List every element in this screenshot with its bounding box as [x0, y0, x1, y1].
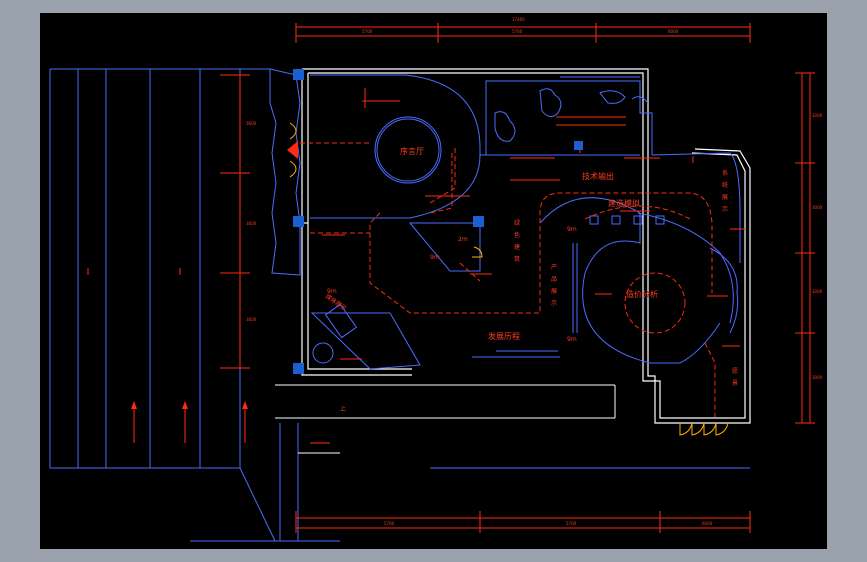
exterior-walls [275, 68, 751, 469]
marker-9m-right: 9m [567, 226, 577, 233]
label-cost-analysis: 造价分析 [626, 289, 658, 299]
dim-top-total: 17400 [512, 17, 525, 22]
dim-bottom-seg-3: 6000 [702, 521, 713, 526]
circulation-paths [300, 142, 716, 418]
interior-partitions [310, 74, 741, 370]
annotation-callouts [87, 100, 746, 360]
dim-top-seg-2: 5700 [512, 29, 523, 34]
dim-left-seg-3: 3600 [246, 317, 257, 322]
dim-left-seg-1: 3600 [246, 121, 257, 126]
dim-left-seg-2: 3600 [246, 221, 257, 226]
column-center [473, 216, 484, 227]
marker-9m-center: 9m [430, 254, 440, 261]
zone-labels: 序言厅 发展历程 技术输出 建造模拟 造价分析 媒体展示 上 9m 9m 9m … [324, 146, 658, 413]
column-ne [574, 141, 583, 150]
dim-right-seg-4: 3000 [812, 375, 823, 380]
column-sw [293, 363, 304, 374]
entrance-marker [287, 141, 298, 159]
label-green-building: 绿 色建筑 [514, 219, 522, 263]
label-tech-output: 技术输出 [582, 171, 614, 181]
marker-9m-left: 9m [327, 288, 337, 295]
marker-9m-lower: 9m [567, 336, 577, 343]
left-grid [49, 68, 340, 542]
dim-top-seg-1: 5700 [362, 29, 373, 34]
door-swing-icon [472, 246, 483, 258]
label-media-display: 媒体展示 [324, 292, 348, 312]
exit-doors [472, 246, 729, 436]
label-tech-sim: 建造模拟 [608, 198, 640, 208]
dim-bottom-seg-2: 5700 [566, 521, 577, 526]
column-nw [293, 69, 304, 80]
label-vision: 愿 景 [732, 368, 740, 387]
label-history: 发展历程 [488, 331, 520, 341]
arrows [131, 88, 694, 444]
dim-right-seg-3: 3000 [812, 289, 823, 294]
structural-columns [293, 69, 583, 374]
label-reception: 序言厅 [400, 146, 424, 156]
dim-right-seg-2: 3000 [812, 205, 823, 210]
vertical-labels: 绿 色建筑 产 品展示 系 统展示 愿 景 [514, 169, 740, 387]
dim-top-seg-3: 6000 [668, 29, 679, 34]
dim-bottom-seg-1: 5700 [384, 521, 395, 526]
label-up: 上 [340, 405, 346, 413]
dimension-lines: 17400 5700 5700 6000 5700 5700 6000 3600… [220, 17, 823, 533]
marker-2m: 2m [458, 236, 468, 243]
column-w [293, 216, 304, 227]
entrance-door-icon [289, 122, 297, 178]
label-product-display: 产 品展示 [551, 263, 559, 307]
cad-drawing-canvas[interactable]: 17400 5700 5700 6000 5700 5700 6000 3600… [40, 13, 827, 549]
label-system-display: 系 统展示 [722, 169, 730, 213]
dim-right-seg-1: 3000 [812, 113, 823, 118]
floor-plan: 17400 5700 5700 6000 5700 5700 6000 3600… [49, 17, 823, 542]
